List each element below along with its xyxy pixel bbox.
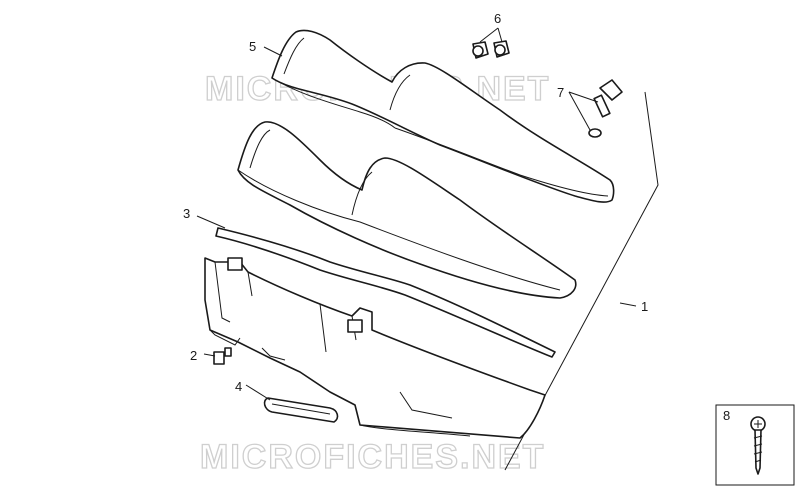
leader-6a bbox=[479, 27, 499, 43]
part-1-housing bbox=[204, 257, 546, 439]
leader-7b bbox=[568, 91, 591, 131]
leader-7a bbox=[568, 91, 599, 103]
part-3-gasket bbox=[215, 227, 556, 358]
part-5-outer-cover bbox=[271, 29, 615, 203]
callout-1: 1 bbox=[641, 299, 648, 314]
callout-4: 4 bbox=[235, 379, 242, 394]
callout-7: 7 bbox=[557, 85, 564, 100]
leader-3 bbox=[196, 215, 226, 229]
callout-5: 5 bbox=[249, 39, 256, 54]
callout-6: 6 bbox=[494, 11, 501, 26]
part-2-bulb bbox=[213, 347, 232, 365]
leader-5 bbox=[263, 46, 283, 57]
watermark-bottom: MICROFICHES.NET bbox=[200, 438, 545, 476]
leader-6b bbox=[497, 27, 503, 43]
part-8-inset bbox=[715, 404, 795, 486]
callout-8: 8 bbox=[723, 408, 730, 423]
callout-3: 3 bbox=[183, 206, 190, 221]
part-6-bulbs bbox=[472, 40, 510, 59]
leader-2 bbox=[203, 353, 216, 357]
callout-2: 2 bbox=[190, 348, 197, 363]
part-4-rubber-block bbox=[263, 397, 339, 423]
leader-4 bbox=[245, 384, 271, 401]
assembly-bracket bbox=[504, 91, 659, 471]
leader-1 bbox=[619, 302, 637, 307]
inner-lens-cover bbox=[237, 121, 577, 299]
part-7-lamp-holder bbox=[588, 79, 623, 138]
